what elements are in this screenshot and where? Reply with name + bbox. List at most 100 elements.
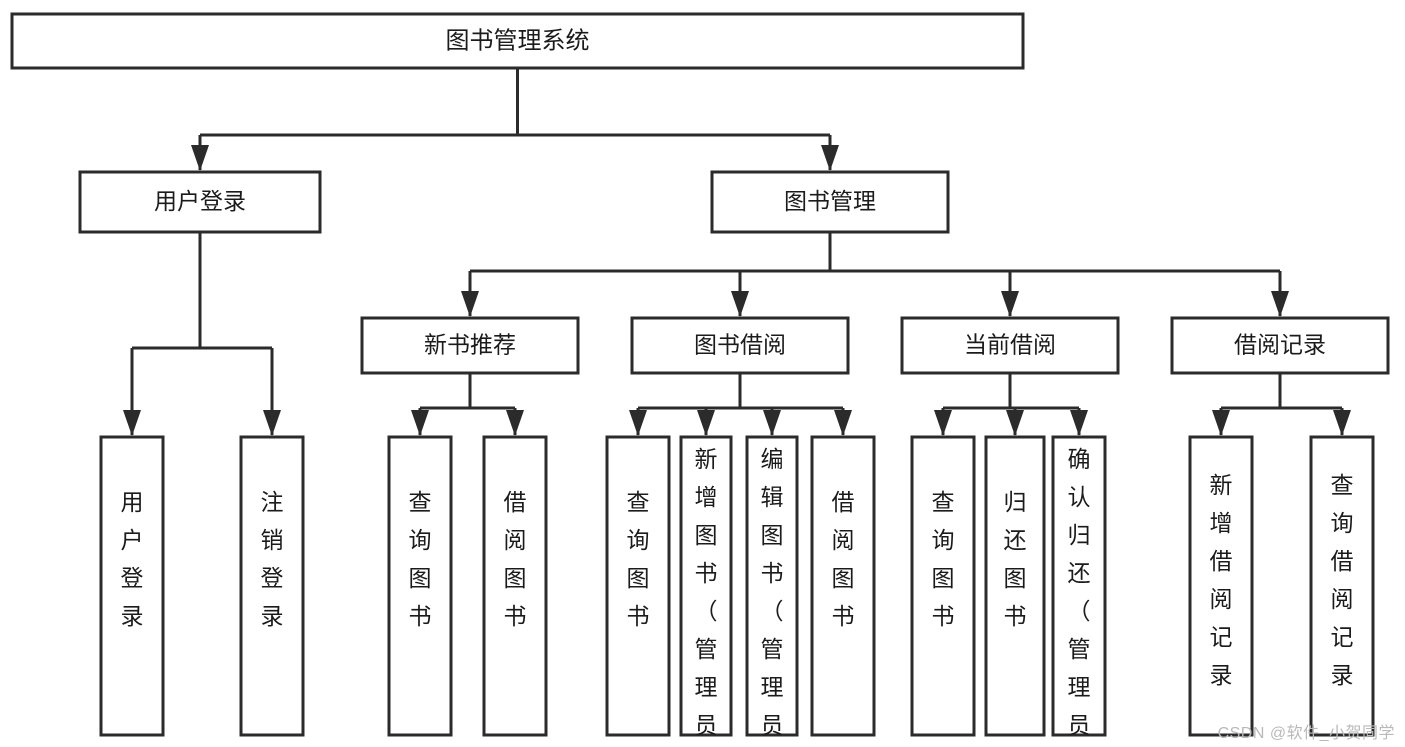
- leaf-label-char: 书: [695, 560, 718, 586]
- node-box-leaf-query-book-bor[interactable]: [605, 435, 671, 737]
- node-box-leaf-confirm-return[interactable]: [1051, 435, 1107, 737]
- leaf-label-char: 用: [121, 489, 144, 515]
- leaf-label-char: 借: [1210, 548, 1233, 574]
- node-box-leaf-borrow-book-bor[interactable]: [810, 435, 876, 737]
- arrow-to-leaf-return-book: [1006, 410, 1024, 436]
- leaf-label-char: 阅: [1331, 586, 1354, 612]
- label-new-book-recommend: 新书推荐: [424, 332, 516, 358]
- leaf-label-char: 管: [1068, 636, 1091, 662]
- leaf-label-char: 录: [121, 603, 144, 629]
- leaf-label-char: 录: [261, 603, 284, 629]
- leaf-label-char: 询: [932, 527, 955, 553]
- leaf-label-char: 确: [1068, 446, 1091, 472]
- leaf-label-char: 询: [1331, 510, 1354, 536]
- node-box-borrow-record[interactable]: [1170, 316, 1390, 375]
- arrow-to-leaf-query-book-cur: [934, 410, 952, 436]
- node-box-leaf-user-login[interactable]: [99, 435, 165, 737]
- node-box-user-login[interactable]: [78, 170, 322, 234]
- leaf-label-char: （: [1068, 598, 1091, 624]
- node-box-book-manage[interactable]: [710, 170, 950, 234]
- node-box-new-book-recommend[interactable]: [360, 316, 580, 375]
- csdn-watermark: CSDN @软件_小贺同学: [1217, 725, 1395, 742]
- leaf-label-char: 书: [761, 560, 784, 586]
- leaf-label-char: 询: [409, 527, 432, 553]
- leaf-label-char: 阅: [504, 527, 527, 553]
- node-box-leaf-query-book-cur[interactable]: [910, 435, 976, 737]
- leaf-label-char: 归: [1068, 522, 1091, 548]
- arrow-to-book-borrow: [731, 291, 749, 317]
- arrow-to-user-login: [191, 145, 209, 171]
- leaf-label-char: 销: [261, 527, 284, 553]
- leaf-label-char: 借: [1331, 548, 1354, 574]
- leaf-label-char: 阅: [832, 527, 855, 553]
- leaf-label-char: 录: [1210, 662, 1233, 688]
- leaf-label-char: 录: [1331, 662, 1354, 688]
- leaf-label-char: 记: [1331, 624, 1354, 650]
- arrow-to-leaf-query-book-rec: [411, 410, 429, 436]
- node-box-leaf-edit-book[interactable]: [745, 435, 799, 737]
- node-box-leaf-query-book-rec[interactable]: [387, 435, 453, 737]
- leaf-label-char: 增: [1210, 510, 1233, 536]
- leaf-label-char: 新: [695, 446, 718, 472]
- node-box-leaf-add-book[interactable]: [679, 435, 733, 737]
- arrow-to-leaf-add-book: [697, 410, 715, 436]
- leaf-label-char: 编: [761, 446, 784, 472]
- arrow-to-leaf-query-borrow-record: [1333, 410, 1351, 436]
- leaf-label-char: 理: [761, 674, 784, 700]
- arrow-to-borrow-record: [1271, 291, 1289, 317]
- leaf-label-char: 员: [1068, 712, 1091, 738]
- leaf-label-char: 查: [1331, 472, 1354, 498]
- label-borrow-record: 借阅记录: [1234, 332, 1326, 358]
- leaf-label-char: 图: [409, 565, 432, 591]
- node-box-leaf-return-book[interactable]: [984, 435, 1046, 737]
- leaf-label-char: 管: [695, 636, 718, 662]
- label-root: 图书管理系统: [446, 27, 590, 54]
- leaf-label-char: 归: [1004, 489, 1027, 515]
- leaf-label-char: 借: [504, 489, 527, 515]
- leaf-label-char: 辑: [761, 484, 784, 510]
- leaf-label-char: （: [761, 598, 784, 624]
- leaf-label-char: 还: [1068, 560, 1091, 586]
- leaf-label-char: 员: [761, 712, 784, 738]
- node-box-root[interactable]: [10, 12, 1025, 70]
- node-box-leaf-logout-login[interactable]: [239, 435, 305, 737]
- leaf-label-char: 认: [1068, 484, 1091, 510]
- leaf-label-char: 图: [627, 565, 650, 591]
- leaf-label-char: 借: [832, 489, 855, 515]
- leaf-label-char: 登: [261, 565, 284, 591]
- node-box-current-borrow[interactable]: [900, 316, 1120, 375]
- leaf-label-char: 查: [627, 489, 650, 515]
- arrow-to-leaf-edit-book: [763, 410, 781, 436]
- arrow-to-leaf-confirm-return: [1070, 410, 1088, 436]
- label-user-login: 用户登录: [154, 188, 246, 214]
- node-box-book-borrow[interactable]: [630, 316, 850, 375]
- node-box-leaf-add-borrow-record[interactable]: [1188, 435, 1254, 737]
- arrow-to-leaf-user-login: [123, 410, 141, 436]
- leaf-label-char: 阅: [1210, 586, 1233, 612]
- leaf-label-char: 管: [761, 636, 784, 662]
- arrow-to-leaf-logout-login: [263, 410, 281, 436]
- label-book-borrow: 图书借阅: [694, 332, 786, 358]
- leaf-label-char: 登: [121, 565, 144, 591]
- leaf-label-char: 查: [932, 489, 955, 515]
- leaf-label-char: （: [695, 598, 718, 624]
- node-box-leaf-query-borrow-record[interactable]: [1309, 435, 1375, 737]
- leaf-label-char: 户: [121, 527, 144, 553]
- node-box-leaf-borrow-book-rec[interactable]: [482, 435, 548, 737]
- arrow-to-new-book-recommend: [461, 291, 479, 317]
- leaf-label-char: 增: [695, 484, 718, 510]
- leaf-label-char: 图: [932, 565, 955, 591]
- leaf-label-char: 查: [409, 489, 432, 515]
- arrow-to-leaf-borrow-book-bor: [834, 410, 852, 436]
- leaf-label-char: 记: [1210, 624, 1233, 650]
